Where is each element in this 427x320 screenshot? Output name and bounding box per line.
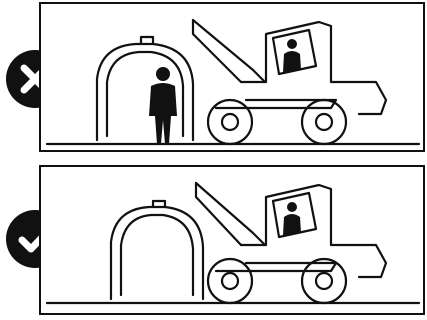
loader-arm (196, 183, 265, 245)
driver-figure (283, 202, 301, 235)
driver-figure (283, 39, 301, 72)
hood-outer (111, 207, 203, 299)
front-wheel (208, 100, 252, 144)
rear-wheel (302, 100, 346, 144)
loader-arm (193, 20, 265, 82)
safe-scene-panel (39, 165, 425, 315)
unsafe-scene-panel (39, 2, 425, 152)
rear-wheel (302, 259, 346, 303)
loader-scene-safe (41, 167, 423, 313)
hood-inner (121, 215, 193, 295)
person-under-hood (149, 67, 177, 144)
front-wheel (208, 259, 252, 303)
loader-scene-unsafe (41, 4, 423, 150)
hood-outer (97, 44, 193, 140)
